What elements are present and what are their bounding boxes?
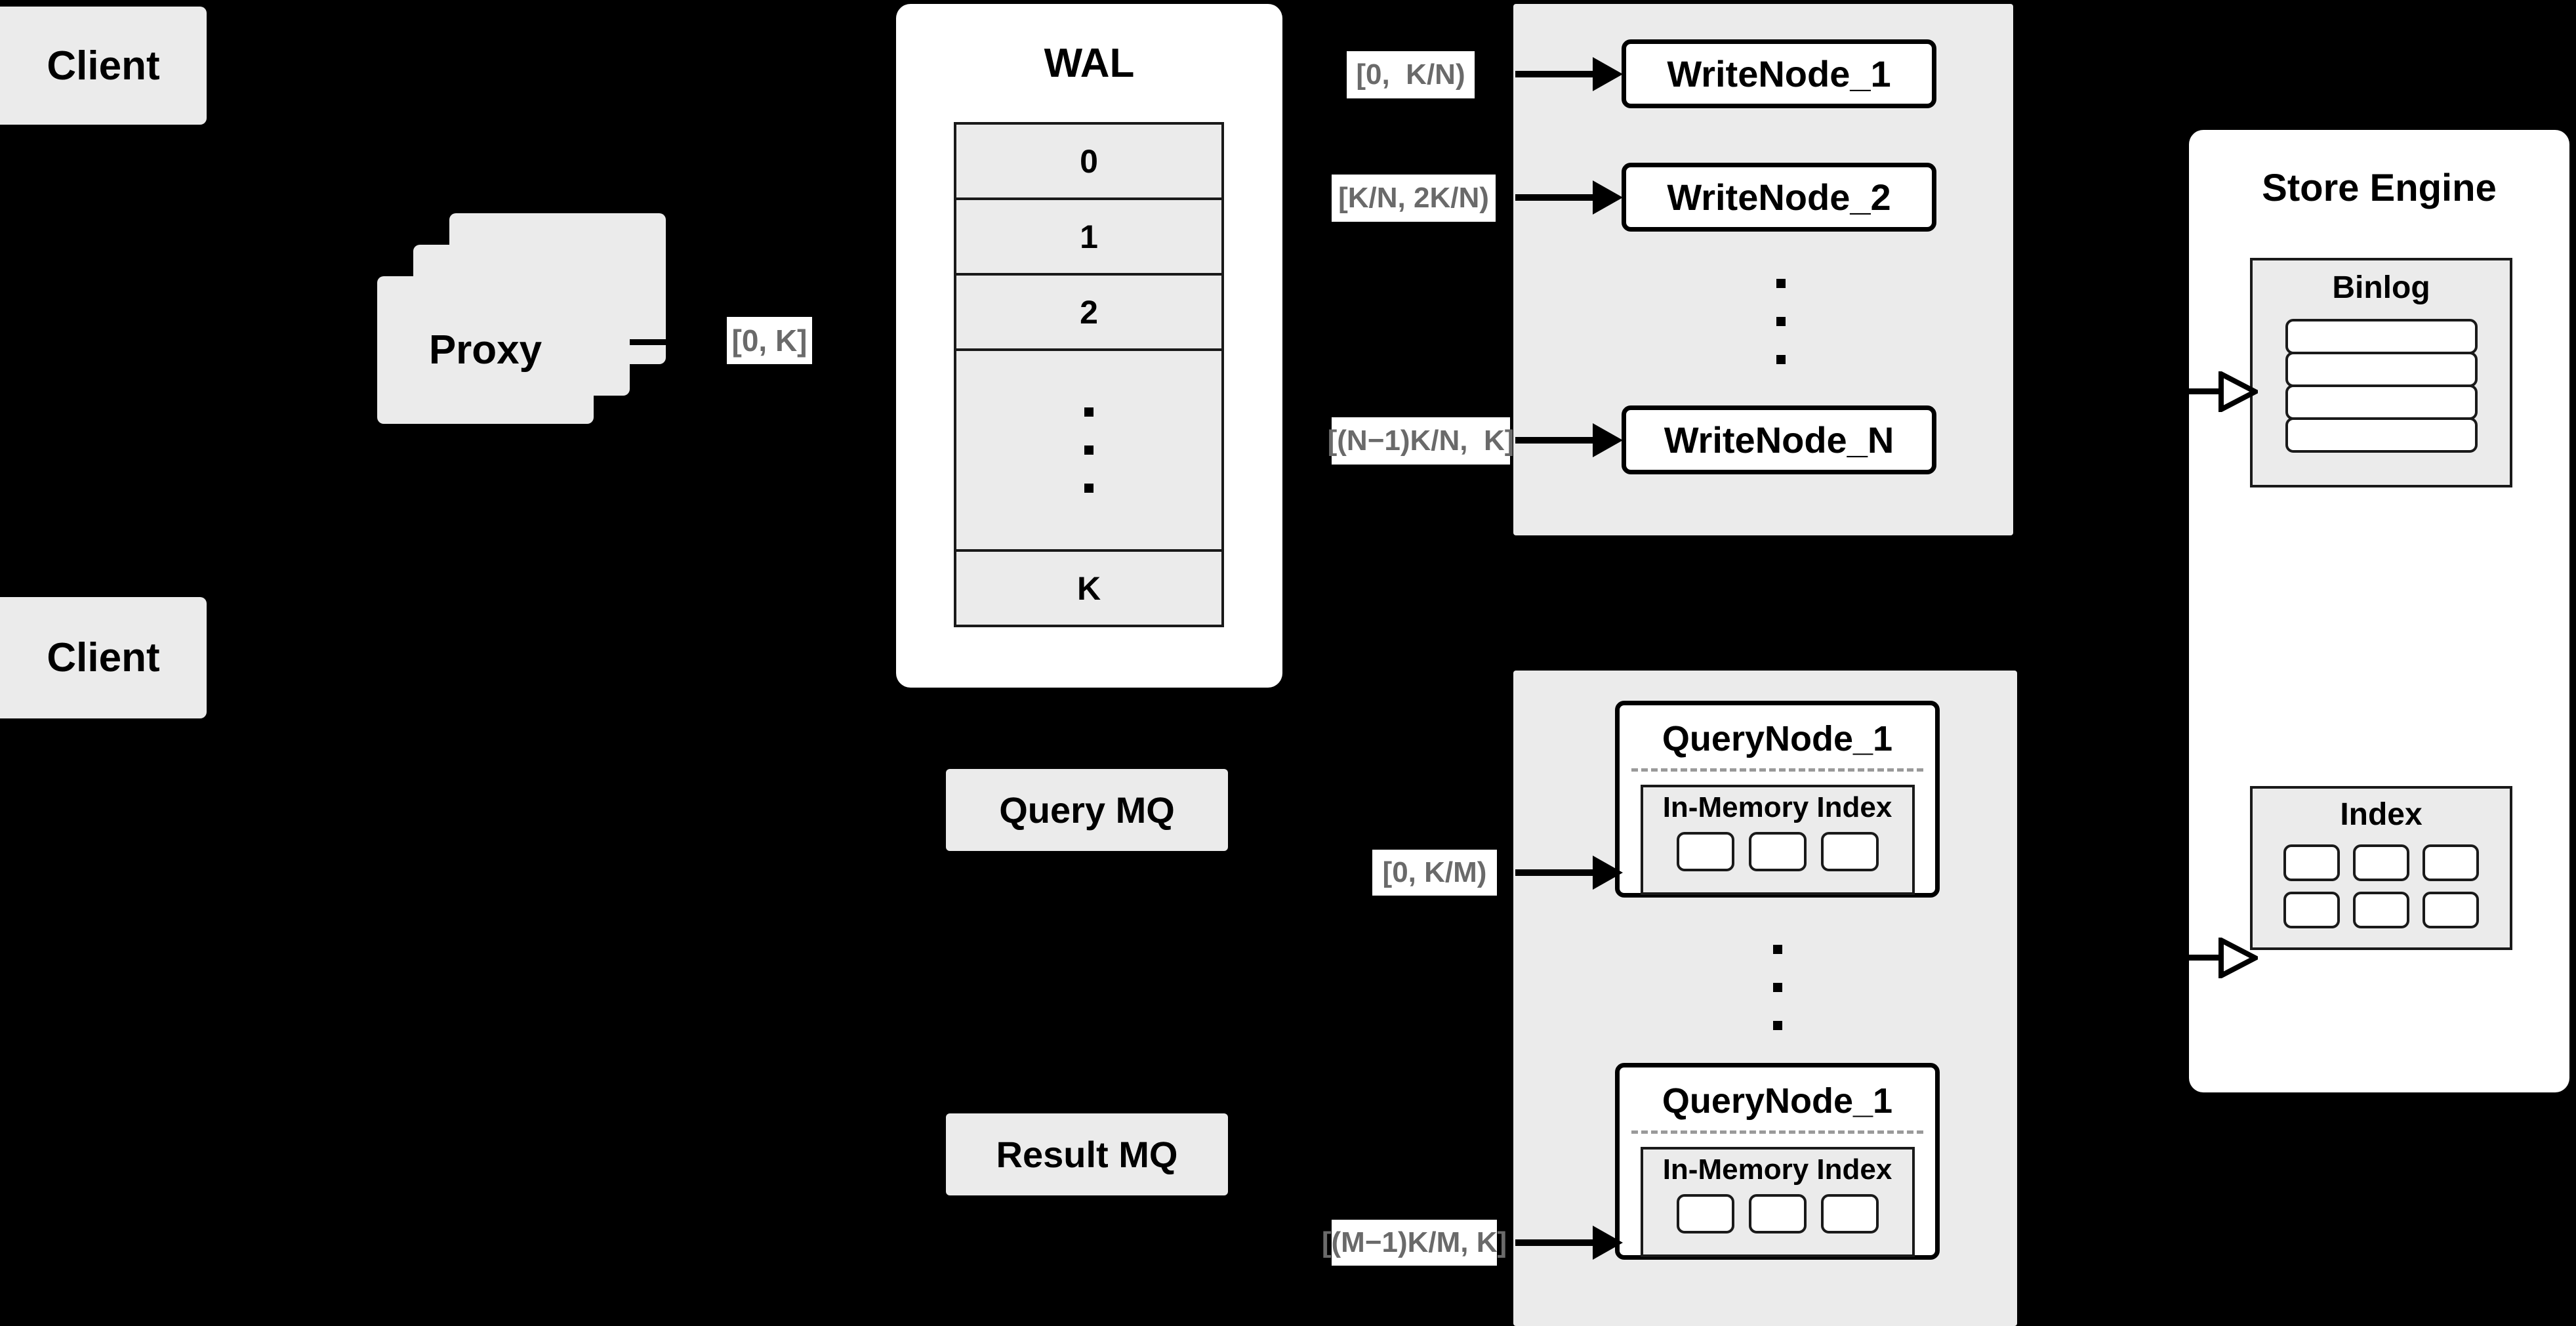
query-node-1[interactable]: QueryNode_1 In-Memory Index xyxy=(1615,701,1940,898)
result-mq-node[interactable]: Result MQ xyxy=(946,1113,1228,1195)
write-node-1-arrow-line xyxy=(1515,71,1594,77)
store-engine-panel: Store Engine Binlog Index xyxy=(2189,130,2569,1092)
write-node-2[interactable]: WriteNode_2 xyxy=(1622,163,1936,232)
wal-row: 1 xyxy=(956,200,1221,276)
client-node-2[interactable]: Client xyxy=(0,597,207,718)
query-node-m-label: QueryNode_1 xyxy=(1662,1081,1893,1121)
query-node-1-memory-index: In-Memory Index xyxy=(1640,785,1915,895)
write-node-n-label: WriteNode_N xyxy=(1664,419,1894,461)
index-inflow-arrowhead-icon xyxy=(2218,938,2258,978)
query-node-m-arrow-line xyxy=(1515,1239,1594,1246)
result-mq-label: Result MQ xyxy=(996,1134,1178,1175)
index-cell xyxy=(2353,892,2409,928)
query-node-m-memory-index: In-Memory Index xyxy=(1640,1147,1915,1257)
index-cell xyxy=(2353,844,2409,881)
wal-row-label: 2 xyxy=(1080,293,1098,331)
memory-index-slot xyxy=(1820,832,1879,871)
edge-label-query-node-1: [0, K/M) xyxy=(1372,850,1497,896)
wal-vertical-ellipsis-icon xyxy=(1084,407,1094,493)
write-node-1-label: WriteNode_1 xyxy=(1667,53,1891,94)
edge-label-query-node-m: [(M−1)K/M, K] xyxy=(1322,1220,1507,1266)
client-node-1[interactable]: Client xyxy=(0,7,207,125)
query-node-m-divider xyxy=(1631,1130,1923,1134)
index-cell xyxy=(2283,844,2340,881)
query-node-1-memory-index-label: In-Memory Index xyxy=(1662,791,1892,823)
wal-row-label: 0 xyxy=(1080,142,1098,180)
binlog-title: Binlog xyxy=(2332,270,2430,305)
write-cluster-ellipsis-icon xyxy=(1774,279,1788,364)
query-node-m-arrowhead-icon xyxy=(1593,1226,1623,1260)
wal-title: WAL xyxy=(1044,41,1135,86)
edge-label-write-node-2: [K/N, 2K/N) xyxy=(1332,175,1496,222)
binlog-box: Binlog xyxy=(2250,258,2512,487)
binlog-entry xyxy=(2285,384,2478,420)
memory-index-slot xyxy=(1748,832,1807,871)
edge-label-proxy-to-wal-text: [0, K] xyxy=(731,323,808,358)
store-engine-title: Store Engine xyxy=(2262,167,2497,209)
query-node-m[interactable]: QueryNode_1 In-Memory Index xyxy=(1615,1063,1940,1260)
wal-panel: WAL 0 1 2 K xyxy=(896,4,1282,688)
wal-row-ellipsis xyxy=(956,351,1221,552)
write-node-2-arrow-line xyxy=(1515,194,1594,201)
edge-label-query-node-m-text: [(M−1)K/M, K] xyxy=(1321,1226,1507,1258)
index-box: Index xyxy=(2250,786,2512,950)
binlog-inflow-line xyxy=(2189,388,2225,394)
edge-label-write-node-n-text: [(N−1)K/N, K] xyxy=(1327,425,1515,457)
proxy-node[interactable]: Proxy xyxy=(377,276,594,424)
index-cell xyxy=(2283,892,2340,928)
query-cluster-ellipsis-icon xyxy=(1771,945,1784,1030)
query-mq-node[interactable]: Query MQ xyxy=(946,769,1228,851)
write-node-n-arrowhead-icon xyxy=(1593,423,1623,457)
edge-label-write-node-1-text: [0, K/N) xyxy=(1356,58,1465,91)
query-mq-label: Query MQ xyxy=(999,789,1175,831)
write-node-2-arrowhead-icon xyxy=(1593,180,1623,215)
write-node-n-arrow-line xyxy=(1515,437,1594,444)
wal-row-label: 1 xyxy=(1080,218,1098,255)
index-cell xyxy=(2423,844,2479,881)
binlog-entry xyxy=(2285,352,2478,387)
binlog-entry xyxy=(2285,417,2478,453)
wal-row: K xyxy=(956,552,1221,625)
query-node-m-memory-index-label: In-Memory Index xyxy=(1662,1153,1892,1186)
client-node-2-label: Client xyxy=(47,635,160,680)
query-node-1-label: QueryNode_1 xyxy=(1662,719,1893,758)
wal-row: 2 xyxy=(956,276,1221,352)
memory-index-slot xyxy=(1820,1194,1879,1233)
memory-index-slot xyxy=(1676,1194,1734,1233)
edge-label-write-node-1: [0, K/N) xyxy=(1347,51,1475,98)
query-node-1-divider xyxy=(1631,768,1923,772)
write-node-1[interactable]: WriteNode_1 xyxy=(1622,39,1936,108)
edge-label-write-node-n: [(N−1)K/N, K] xyxy=(1328,417,1514,465)
wal-row: 0 xyxy=(956,125,1221,201)
binlog-inflow-arrowhead-icon xyxy=(2218,371,2258,412)
binlog-entry xyxy=(2285,319,2478,354)
memory-index-slot xyxy=(1676,832,1734,871)
write-node-2-label: WriteNode_2 xyxy=(1667,176,1891,218)
write-node-n[interactable]: WriteNode_N xyxy=(1622,405,1936,474)
client-node-1-label: Client xyxy=(47,43,160,89)
wal-row-label: K xyxy=(1076,570,1101,607)
index-title: Index xyxy=(2340,797,2423,832)
write-node-1-arrowhead-icon xyxy=(1593,57,1623,91)
query-node-1-arrowhead-icon xyxy=(1593,856,1623,890)
proxy-to-wal-connector xyxy=(630,339,682,345)
query-node-1-arrow-line xyxy=(1515,869,1594,876)
proxy-stack[interactable]: Proxy xyxy=(377,213,666,424)
wal-entry-table: 0 1 2 K xyxy=(954,122,1224,627)
edge-label-query-node-1-text: [0, K/M) xyxy=(1382,856,1487,888)
edge-label-proxy-to-wal: [0, K] xyxy=(727,317,812,364)
memory-index-slot xyxy=(1748,1194,1807,1233)
index-inflow-line xyxy=(2189,955,2225,961)
proxy-label: Proxy xyxy=(428,327,542,373)
edge-label-write-node-2-text: [K/N, 2K/N) xyxy=(1338,182,1489,214)
index-cell xyxy=(2423,892,2479,928)
